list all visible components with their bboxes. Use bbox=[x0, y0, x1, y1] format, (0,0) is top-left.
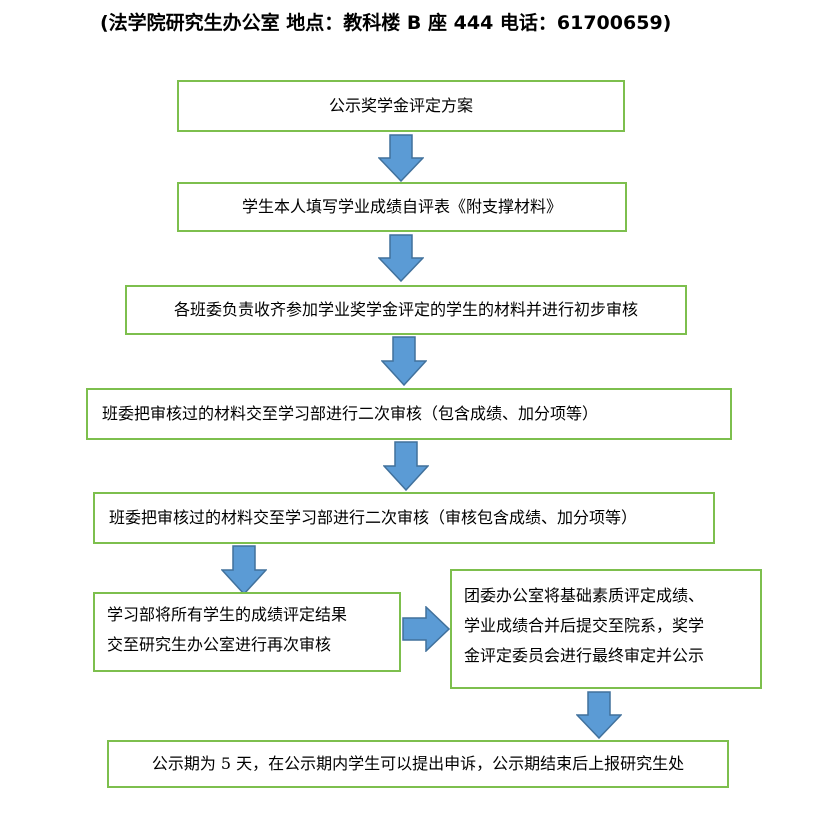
down-arrow-2-icon bbox=[378, 234, 424, 282]
right-arrow-icon bbox=[402, 606, 450, 652]
step-6-line-1: 学习部将所有学生的成绩评定结果 bbox=[107, 605, 348, 624]
step-7-line-2: 学业成绩合并后提交至院系，奖学 bbox=[464, 616, 705, 635]
step-5-text: 班委把审核过的材料交至学习部进行二次审核（审核包含成绩、加分项等） bbox=[109, 508, 638, 527]
step-8-text: 公示期为 5 天，在公示期内学生可以提出申诉，公示期结束后上报研究生处 bbox=[151, 754, 685, 773]
step-1-box: 公示奖学金评定方案 bbox=[177, 80, 625, 132]
down-arrow-3-icon bbox=[381, 336, 427, 386]
down-arrow-6-icon bbox=[576, 691, 622, 739]
down-arrow-1-icon bbox=[378, 134, 424, 182]
step-1-text: 公示奖学金评定方案 bbox=[328, 96, 473, 115]
down-arrow-5-icon bbox=[221, 545, 267, 595]
down-arrow-4-icon bbox=[383, 441, 429, 491]
step-6-line-2: 交至研究生办公室进行再次审核 bbox=[107, 635, 332, 654]
step-8-box: 公示期为 5 天，在公示期内学生可以提出申诉，公示期结束后上报研究生处 bbox=[107, 740, 729, 788]
step-6-box: 学习部将所有学生的成绩评定结果 交至研究生办公室进行再次审核 bbox=[93, 592, 401, 672]
step-4-text: 班委把审核过的材料交至学习部进行二次审核（包含成绩、加分项等） bbox=[102, 404, 599, 423]
step-3-text: 各班委负责收齐参加学业奖学金评定的学生的材料并进行初步审核 bbox=[173, 300, 638, 319]
step-7-line-3: 金评定委员会进行最终审定并公示 bbox=[464, 646, 705, 665]
office-contact-header: (法学院研究生办公室 地点：教科楼 B 座 444 电话：61700659) bbox=[100, 12, 672, 34]
step-4-box: 班委把审核过的材料交至学习部进行二次审核（包含成绩、加分项等） bbox=[86, 388, 732, 440]
step-3-box: 各班委负责收齐参加学业奖学金评定的学生的材料并进行初步审核 bbox=[125, 285, 687, 335]
step-2-box: 学生本人填写学业成绩自评表《附支撑材料》 bbox=[177, 182, 627, 232]
step-7-box: 团委办公室将基础素质评定成绩、 学业成绩合并后提交至院系，奖学 金评定委员会进行… bbox=[450, 569, 762, 689]
step-2-text: 学生本人填写学业成绩自评表《附支撑材料》 bbox=[241, 197, 562, 216]
step-5-box: 班委把审核过的材料交至学习部进行二次审核（审核包含成绩、加分项等） bbox=[93, 492, 715, 544]
step-7-line-1: 团委办公室将基础素质评定成绩、 bbox=[464, 586, 705, 605]
